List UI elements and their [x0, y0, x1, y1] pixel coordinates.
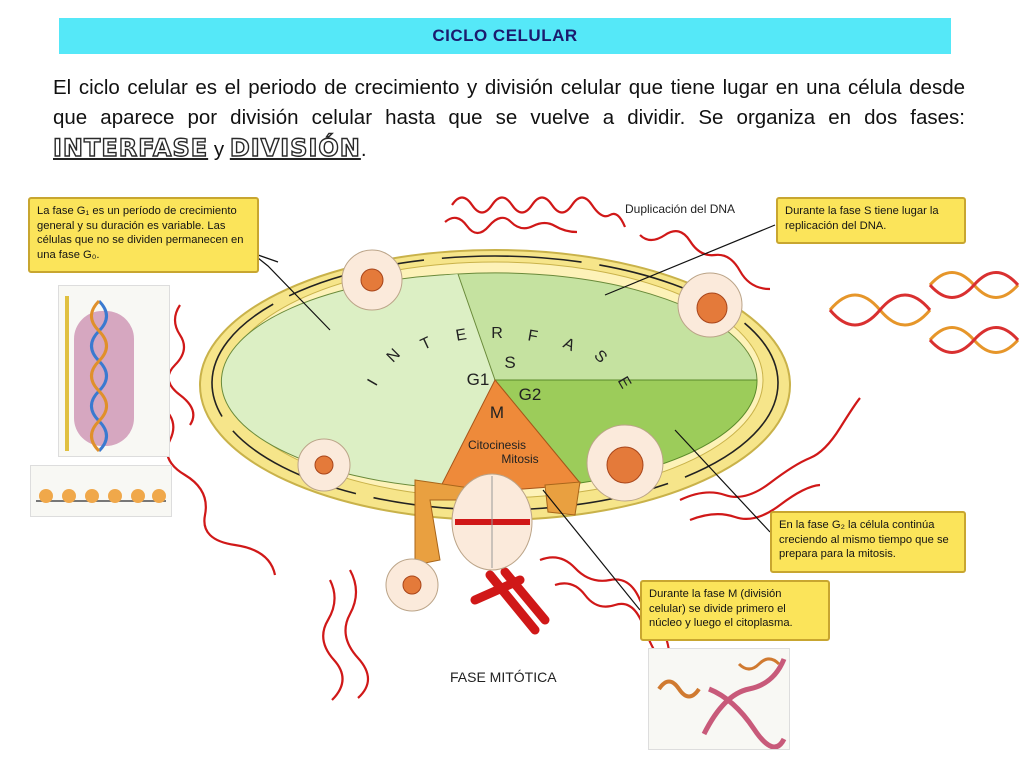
citocinesis-label: Citocinesis [468, 438, 526, 452]
intro-paragraph: El ciclo celular es el periodo de crecim… [52, 73, 965, 165]
cell-left [297, 438, 351, 492]
m-phase-ribbon-right [544, 481, 581, 516]
note-g1-text: La fase G₁ es un período de crecimiento … [37, 205, 244, 261]
intro-text: El ciclo celular es el periodo de crecim… [53, 76, 965, 129]
letter-f: F [526, 327, 539, 345]
dna-duplication-label: Duplicación del DNA [625, 202, 735, 216]
cell-g2 [586, 424, 664, 502]
condensed-chromosomes [470, 567, 550, 635]
phase-g1-label: G1 [467, 370, 490, 389]
transcription-thumbnail [58, 285, 170, 457]
note-g2-text: En la fase G₂ la célula continúa crecien… [779, 519, 949, 560]
fase-mitotica-label: FASE MITÓTICA [450, 669, 557, 685]
letter-e1: E [454, 326, 467, 345]
note-s-text: Durante la fase S tiene lugar la replica… [785, 205, 939, 232]
page-title: CICLO CELULAR [432, 26, 578, 45]
sector-s [457, 272, 758, 381]
chromatin-thumbnail [648, 648, 790, 750]
intro-joiner: y [208, 138, 230, 161]
intro-end: . [360, 138, 367, 161]
keyword-division: DIVISIÓN [229, 133, 361, 162]
chromatin-strands [146, 196, 861, 701]
note-s: Durante la fase S tiene lugar la replica… [776, 197, 966, 244]
callout-lines [257, 224, 776, 611]
note-m: Durante la fase M (división celular) se … [640, 580, 830, 641]
cell-mitotic [451, 473, 533, 571]
note-g2: En la fase G₂ la célula continúa crecien… [770, 511, 966, 573]
ribosome-illustration [36, 489, 166, 503]
sector-g1-extend [250, 274, 495, 488]
phase-g2-label: G2 [519, 385, 542, 404]
cell-s [677, 272, 743, 338]
transcription-illustration [65, 296, 134, 453]
dna-helix-icon [828, 271, 1020, 354]
keyword-interfase: INTERFASE [52, 133, 209, 162]
cell-bottom [385, 558, 439, 612]
cell-g1 [341, 249, 403, 311]
note-m-text: Durante la fase M (división celular) se … [649, 588, 793, 629]
chromatin-illustration [657, 657, 787, 750]
letter-r: R [491, 325, 503, 342]
title-bar: CICLO CELULAR [59, 18, 951, 54]
mitosis-label: Mitosis [501, 452, 538, 466]
phase-m-label: M [490, 403, 504, 422]
note-g1: La fase G₁ es un período de crecimiento … [28, 197, 259, 273]
ribosome-thumbnail [30, 465, 172, 517]
phase-s-label: S [504, 353, 515, 372]
